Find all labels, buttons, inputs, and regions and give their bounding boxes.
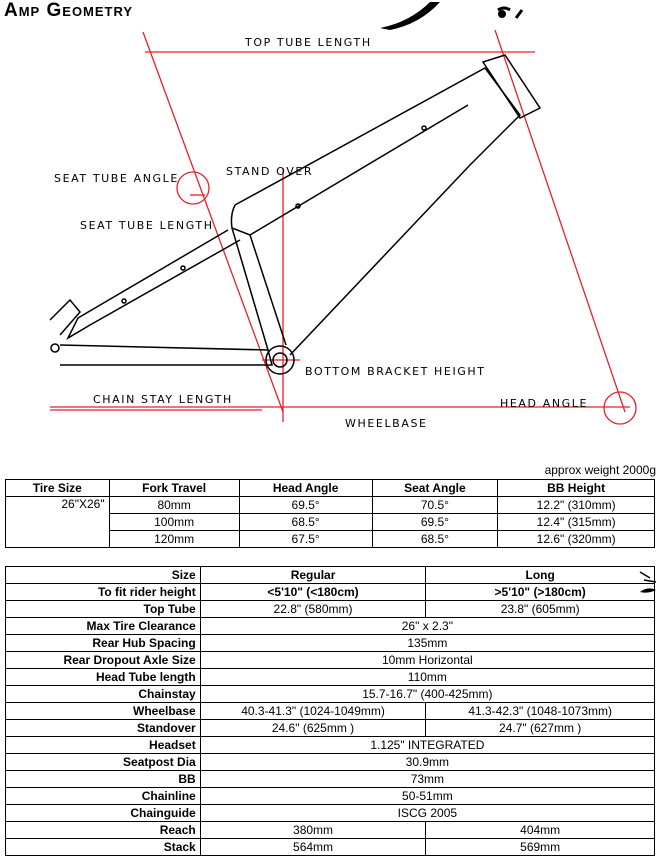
size-spec-table: Size Regular Long To fit rider height <5… — [5, 566, 656, 856]
cell: 69.5° — [238, 496, 373, 514]
spec-label: Standover — [5, 719, 201, 737]
spec-label: Headset — [5, 736, 201, 754]
label-seat-tube-length: SEAT TUBE LENGTH — [80, 219, 214, 232]
bike-frame — [49, 54, 542, 375]
fit-long: >5'10" (>180cm) — [425, 583, 655, 601]
fork-travel-table: Tire Size Fork Travel Head Angle Seat An… — [5, 479, 655, 548]
spec-value: 110mm — [199, 668, 656, 686]
spec-value: 15.7-16.7" (400-425mm) — [199, 685, 656, 703]
spec-value: 1.125" INTEGRATED — [199, 736, 656, 754]
spec-label: Reach — [5, 821, 201, 839]
table-row: Size Regular Long — [5, 566, 655, 584]
spec-label: Chainstay — [5, 685, 201, 703]
spec-label: Wheelbase — [5, 702, 201, 720]
label-seat-tube-angle: SEAT TUBE ANGLE — [54, 172, 179, 185]
tire-size-cell: 26"X26" — [5, 496, 110, 548]
col-fork-travel: Fork Travel — [108, 479, 240, 497]
col-head-angle: Head Angle — [238, 479, 373, 497]
size-label: Size — [5, 566, 201, 584]
cell: 80mm — [108, 496, 240, 514]
spec-value-regular: 22.8" (580mm) — [199, 600, 427, 618]
spec-value-long: 24.7" (627mm ) — [425, 719, 655, 737]
cell: 12.4" (315mm) — [497, 513, 655, 531]
cell: 67.5° — [238, 530, 373, 548]
cell: 68.5° — [238, 513, 373, 531]
label-wheelbase: WHEELBASE — [345, 417, 428, 430]
spec-value-long: 41.3-42.3" (1048-1073mm) — [425, 702, 655, 720]
spec-value: 50-51mm — [199, 787, 656, 805]
brand-logo-fragment — [380, 2, 524, 30]
spec-value-regular: 380mm — [199, 821, 427, 839]
page-title: Amp Geometry — [4, 0, 134, 21]
spec-label: Stack — [5, 838, 201, 856]
cell: 69.5° — [371, 513, 499, 531]
cell: 100mm — [108, 513, 240, 531]
spec-label: Head Tube length — [5, 668, 201, 686]
spec-value: 26" x 2.3" — [199, 617, 656, 635]
spec-label: Max Tire Clearance — [5, 617, 201, 635]
spec-value-regular: 40.3-41.3" (1024-1049mm) — [199, 702, 427, 720]
spec-label: Chainguide — [5, 804, 201, 822]
cell: 120mm — [108, 530, 240, 548]
fit-label: To fit rider height — [5, 583, 201, 601]
frame-geometry-diagram: TOP TUBE LENGTH SEAT TUBE ANGLE STAND OV… — [49, 29, 637, 430]
label-stand-over: STAND OVER — [226, 165, 313, 178]
cell: 12.6" (320mm) — [497, 530, 655, 548]
spec-value-regular: 564mm — [199, 838, 427, 856]
spec-value-regular: 24.6" (625mm ) — [199, 719, 427, 737]
col-seat-angle: Seat Angle — [371, 479, 499, 497]
spec-value: 10mm Horizontal — [199, 651, 656, 669]
spec-value: 30.9mm — [199, 753, 656, 771]
col-bb-height: BB Height — [497, 479, 655, 497]
cell: 12.2" (310mm) — [497, 496, 655, 514]
table-row: To fit rider height <5'10" (<180cm) >5'1… — [5, 583, 655, 601]
label-head-angle: HEAD ANGLE — [500, 397, 588, 410]
fit-regular: <5'10" (<180cm) — [199, 583, 427, 601]
decorative-mark-icon — [639, 571, 657, 593]
spec-label: Chainline — [5, 787, 201, 805]
spec-value: 73mm — [199, 770, 656, 788]
spec-value-long: 569mm — [425, 838, 655, 856]
spec-label: Rear Hub Spacing — [5, 634, 201, 652]
table-row: 120mm 67.5° 68.5° 12.6" (320mm) — [6, 530, 655, 548]
spec-label: Seatpost Dia — [5, 753, 201, 771]
spec-value: 135mm — [199, 634, 656, 652]
table-row: 26"X26" 80mm 69.5° 70.5° 12.2" (310mm) — [5, 496, 655, 548]
size-regular: Regular — [199, 566, 427, 584]
label-bottom-bracket-height: BOTTOM BRACKET HEIGHT — [305, 365, 486, 378]
spec-value-long: 404mm — [425, 821, 655, 839]
table-header-row: Tire Size Fork Travel Head Angle Seat An… — [5, 479, 655, 497]
col-tire-size: Tire Size — [5, 479, 110, 497]
size-long: Long — [425, 566, 655, 584]
cell: 68.5° — [371, 530, 499, 548]
spec-label: BB — [5, 770, 201, 788]
label-chain-stay-length: CHAIN STAY LENGTH — [93, 393, 233, 406]
spec-label: Top Tube — [5, 600, 201, 618]
weight-note: approx weight 2000g — [544, 463, 656, 477]
label-top-tube-length: TOP TUBE LENGTH — [244, 36, 372, 49]
spec-value: ISCG 2005 — [199, 804, 656, 822]
spec-value-long: 23.8" (605mm) — [425, 600, 655, 618]
cell: 70.5° — [371, 496, 499, 514]
spec-label: Rear Dropout Axle Size — [5, 651, 201, 669]
